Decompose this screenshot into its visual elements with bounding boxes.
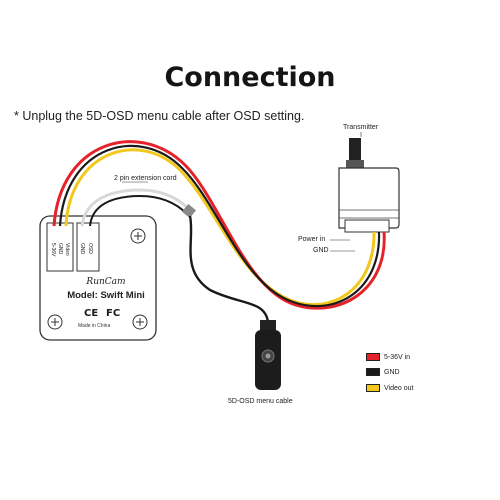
- yellow-wire: [64, 148, 376, 306]
- camera-brand: RunCam: [86, 277, 126, 287]
- osd-joystick-cap: [265, 353, 271, 359]
- pin-label-video: Video: [64, 243, 70, 256]
- extension-cord-label: 2 pin extension cord: [114, 175, 177, 182]
- osd-board-top: [260, 320, 276, 332]
- antenna-nut: [346, 160, 364, 168]
- screw-bottom-left: [47, 314, 63, 330]
- pin-label-gnd: GND: [57, 243, 63, 255]
- camera-module: [39, 215, 157, 341]
- made-in-label: Made in China: [78, 323, 111, 329]
- legend-label-power: 5-36V in: [384, 353, 411, 361]
- osd-menu-board: [255, 320, 281, 390]
- power-connector: [46, 222, 74, 272]
- black-wire-main: [58, 144, 381, 308]
- transmitter-plug: [344, 219, 390, 233]
- extension-cord-white: [80, 188, 192, 227]
- screw-top-right: [130, 228, 146, 244]
- legend-item-power: 5-36V in: [366, 351, 410, 363]
- red-wire: [52, 140, 386, 310]
- camera-model: Model: Swift Mini: [67, 290, 145, 301]
- transmitter-body: [338, 167, 400, 229]
- pin-label-osd: OSD: [87, 243, 93, 254]
- legend-label-video: Video out: [384, 384, 414, 392]
- instruction-note: * Unplug the 5D-OSD menu cable after OSD…: [14, 109, 305, 123]
- legend-swatch-red: [366, 353, 380, 361]
- transmitter-module: [338, 138, 400, 233]
- transmitter-label: Transmitter: [343, 124, 379, 131]
- page-title: Connection: [164, 62, 336, 93]
- osd-cable-label: 5D-OSD menu cable: [228, 398, 293, 405]
- fc-mark: FC: [106, 308, 121, 319]
- antenna-connector: [349, 138, 361, 166]
- legend-item-gnd: GND: [366, 366, 400, 378]
- screw-bottom-right: [132, 314, 148, 330]
- ce-mark: CE: [84, 308, 99, 319]
- osd-cable: [188, 215, 270, 323]
- legend-item-video: Video out: [366, 382, 413, 394]
- power-in-label: Power in: [298, 236, 326, 243]
- legend-label-gnd: GND: [384, 368, 400, 376]
- legend-swatch-black: [366, 368, 380, 376]
- extension-cord-black: [89, 194, 188, 227]
- pin-label-osd-gnd: GND: [79, 243, 85, 255]
- legend-swatch-yellow: [366, 384, 380, 392]
- osd-connector: [76, 222, 100, 272]
- gnd-label: GND: [313, 247, 329, 254]
- pin-label-power: 5-36V: [50, 243, 56, 257]
- extension-connector: [181, 203, 197, 219]
